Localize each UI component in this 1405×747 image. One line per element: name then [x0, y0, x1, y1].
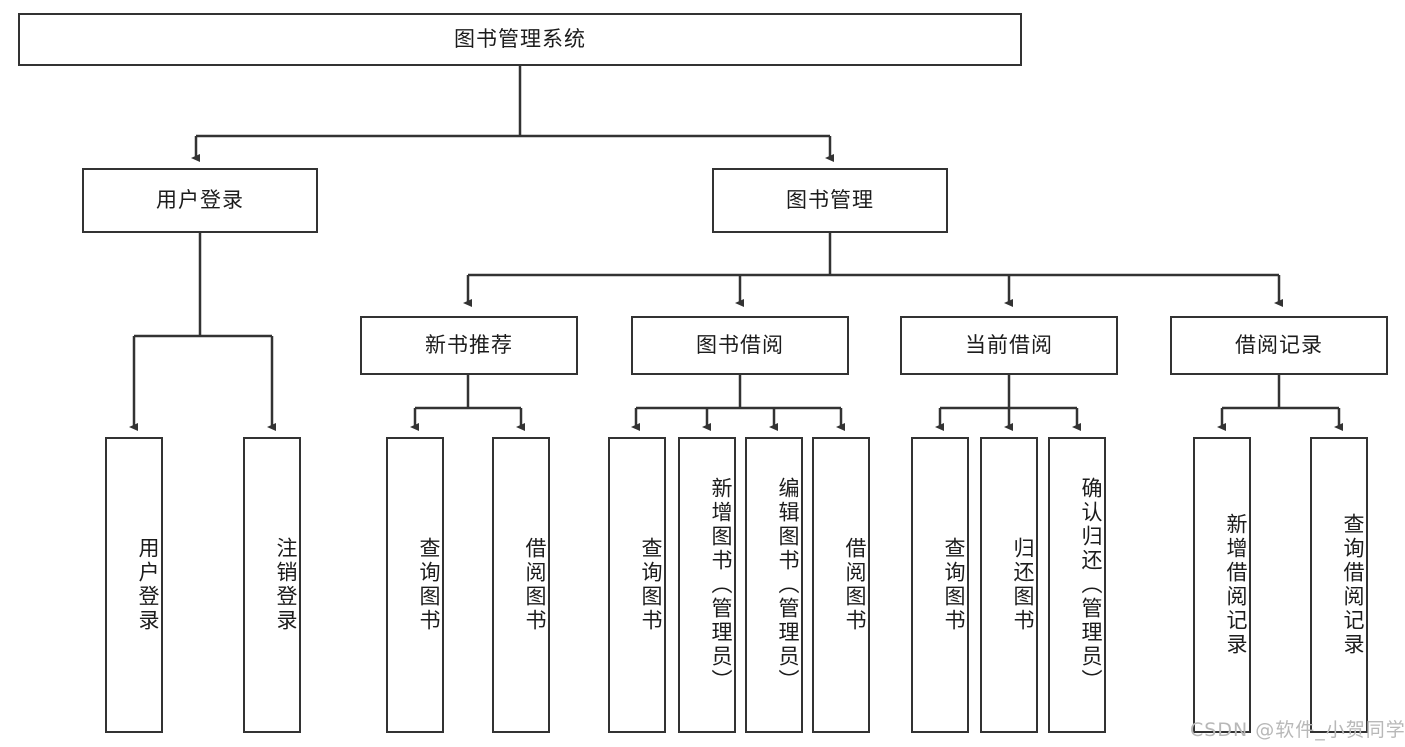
node-new-book-recommend[interactable]: 新书推荐 [360, 316, 578, 375]
node-label: 借阅记录 [1235, 332, 1323, 357]
leaf-borrow-record-query[interactable]: 查询借阅记录 [1310, 437, 1368, 733]
leaf-new-book-borrow[interactable]: 借阅图书 [492, 437, 550, 733]
node-book-management[interactable]: 图书管理 [712, 168, 948, 233]
leaf-user-login-signin[interactable]: 用户登录 [105, 437, 163, 733]
node-label: 图书管理系统 [454, 26, 586, 51]
node-label: 新书推荐 [425, 332, 513, 357]
node-label: 图书管理 [786, 187, 874, 212]
leaf-user-login-signout[interactable]: 注销登录 [243, 437, 301, 733]
leaf-book-borrow-borrow[interactable]: 借阅图书 [812, 437, 870, 733]
node-label: 新增借阅记录 [1224, 513, 1248, 657]
leaf-new-book-query[interactable]: 查询图书 [386, 437, 444, 733]
leaf-book-borrow-add[interactable]: 新增图书（管理员） [678, 437, 736, 733]
node-label: 查询图书 [942, 537, 966, 633]
node-label: 借阅图书 [843, 537, 867, 633]
node-label: 归还图书 [1011, 537, 1035, 633]
node-user-login[interactable]: 用户登录 [82, 168, 318, 233]
node-label: 确认归还（管理员） [1079, 477, 1103, 693]
node-label: 当前借阅 [965, 332, 1053, 357]
node-book-borrow[interactable]: 图书借阅 [631, 316, 849, 375]
leaf-book-borrow-edit[interactable]: 编辑图书（管理员） [745, 437, 803, 733]
leaf-borrow-record-add[interactable]: 新增借阅记录 [1193, 437, 1251, 733]
leaf-current-borrow-confirm-return[interactable]: 确认归还（管理员） [1048, 437, 1106, 733]
csdn-watermark: CSDN @软件_小贺同学 [1190, 719, 1405, 741]
node-label: 查询图书 [417, 537, 441, 633]
leaf-current-borrow-return[interactable]: 归还图书 [980, 437, 1038, 733]
node-label: 用户登录 [136, 537, 160, 633]
node-label: 新增图书（管理员） [709, 477, 733, 693]
node-root-system[interactable]: 图书管理系统 [18, 13, 1022, 66]
node-label: 查询借阅记录 [1341, 513, 1365, 657]
node-label: 查询图书 [639, 537, 663, 633]
node-label: 借阅图书 [523, 537, 547, 633]
leaf-book-borrow-query[interactable]: 查询图书 [608, 437, 666, 733]
node-current-borrow[interactable]: 当前借阅 [900, 316, 1118, 375]
node-borrow-record[interactable]: 借阅记录 [1170, 316, 1388, 375]
node-label: 注销登录 [274, 537, 298, 633]
node-label: 用户登录 [156, 187, 244, 212]
leaf-current-borrow-query[interactable]: 查询图书 [911, 437, 969, 733]
node-label: 编辑图书（管理员） [776, 477, 800, 693]
node-label: 图书借阅 [696, 332, 784, 357]
